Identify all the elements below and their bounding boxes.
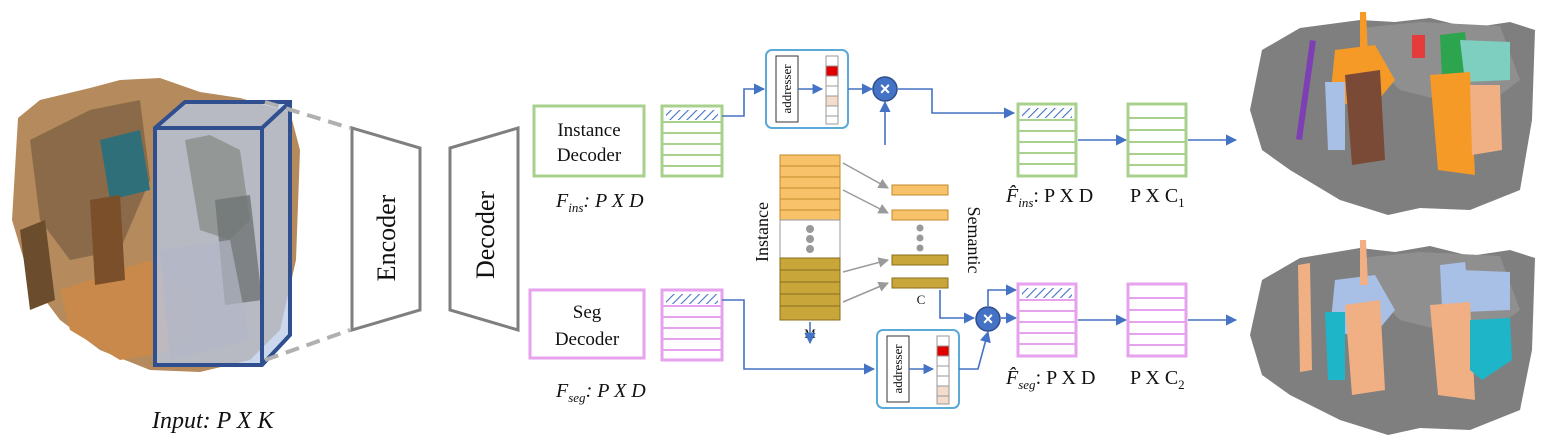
addresser-bottom-weights bbox=[936, 335, 950, 405]
memory-semantic-label: Semantic bbox=[964, 207, 984, 274]
m-to-c-arrows bbox=[842, 162, 890, 303]
encoder-label: Encoder bbox=[372, 194, 401, 281]
output-ins-table bbox=[1126, 102, 1188, 178]
seg-decoder-line1: Seg bbox=[573, 302, 602, 323]
decoder-block: Decoder bbox=[448, 125, 520, 333]
seg-decoder-line2: Decoder bbox=[555, 329, 620, 350]
instance-decoder-box: Instance Decoder bbox=[532, 104, 646, 178]
decoder-label: Decoder bbox=[471, 191, 500, 279]
multiply-node-bottom: × bbox=[975, 306, 1001, 332]
semantic-c: Semantic C bbox=[891, 184, 984, 307]
addresser-top: addresser bbox=[765, 49, 849, 129]
semantic-result-scene bbox=[1250, 240, 1535, 435]
memory-m: Instance M bbox=[752, 154, 841, 341]
instance-decoder-line2: Decoder bbox=[557, 145, 622, 166]
input-selection-box bbox=[153, 100, 292, 367]
output-seg-table bbox=[1126, 282, 1188, 358]
multiply-symbol-bottom: × bbox=[983, 309, 994, 329]
output-seg-label: P X C2 bbox=[1130, 367, 1185, 392]
fhat-ins-label: F̂ins: P X D bbox=[1005, 184, 1093, 210]
output-ins-label: P X C1 bbox=[1130, 185, 1185, 210]
f-seg-feature-table bbox=[660, 288, 724, 362]
multiply-node-top: × bbox=[872, 76, 898, 102]
seg-decoder-box: Seg Decoder bbox=[528, 288, 646, 360]
instance-decoder-line1: Instance bbox=[557, 120, 620, 141]
fhat-seg-label: F̂seg: P X D bbox=[1005, 366, 1095, 392]
fhat-ins-feature-table bbox=[1016, 102, 1078, 178]
memory-instance-label: Instance bbox=[752, 202, 772, 262]
f-ins-feature-table bbox=[660, 104, 724, 178]
dashed-connector-bottom bbox=[264, 328, 351, 362]
input-label: Input: P X K bbox=[151, 408, 276, 434]
dashed-connector-top bbox=[264, 100, 351, 130]
multiply-symbol-top: × bbox=[880, 79, 891, 99]
addresser-top-label: addresser bbox=[779, 64, 794, 114]
encoder-block: Encoder bbox=[350, 125, 422, 333]
fhat-seg-feature-table bbox=[1016, 282, 1078, 358]
f-ins-label: Fins: P X D bbox=[555, 190, 644, 215]
memory-c-label: C bbox=[917, 292, 926, 307]
flow-arrows bbox=[722, 83, 1238, 375]
f-seg-label: Fseg: P X D bbox=[555, 380, 646, 405]
addresser-bottom-label: addresser bbox=[890, 344, 905, 394]
addresser-top-weights bbox=[825, 55, 839, 125]
instance-result-scene bbox=[1250, 12, 1535, 215]
addresser-bottom: addresser bbox=[876, 329, 960, 409]
